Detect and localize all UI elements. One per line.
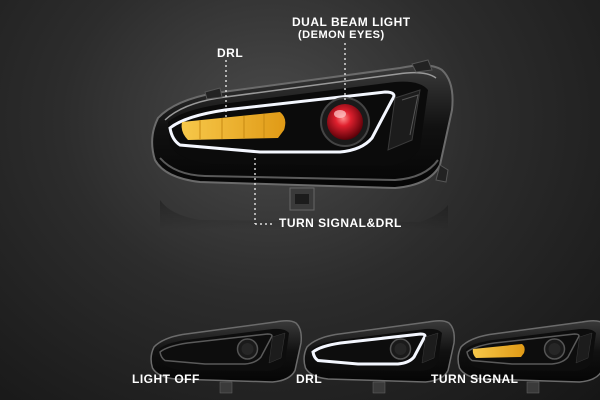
variant-drl bbox=[303, 319, 455, 394]
turn-signal-drl-label: TURN SIGNAL&DRL bbox=[279, 216, 402, 230]
drl-light-guide bbox=[168, 90, 396, 154]
variant-turn-signal bbox=[457, 319, 600, 394]
amber-turn-signal bbox=[181, 112, 286, 140]
demon-eyes-label: (DEMON EYES) bbox=[298, 29, 385, 41]
drl-label: DRL bbox=[217, 46, 244, 60]
demon-eye bbox=[327, 104, 363, 140]
main-headlight bbox=[151, 59, 454, 230]
variant-light-off bbox=[150, 319, 302, 394]
caption-drl: DRL bbox=[296, 372, 323, 386]
caption-light-off: LIGHT OFF bbox=[132, 372, 200, 386]
dual-beam-label: DUAL BEAM LIGHT bbox=[292, 15, 411, 29]
callout-lines bbox=[225, 43, 346, 225]
caption-turn-signal: TURN SIGNAL bbox=[431, 372, 519, 386]
